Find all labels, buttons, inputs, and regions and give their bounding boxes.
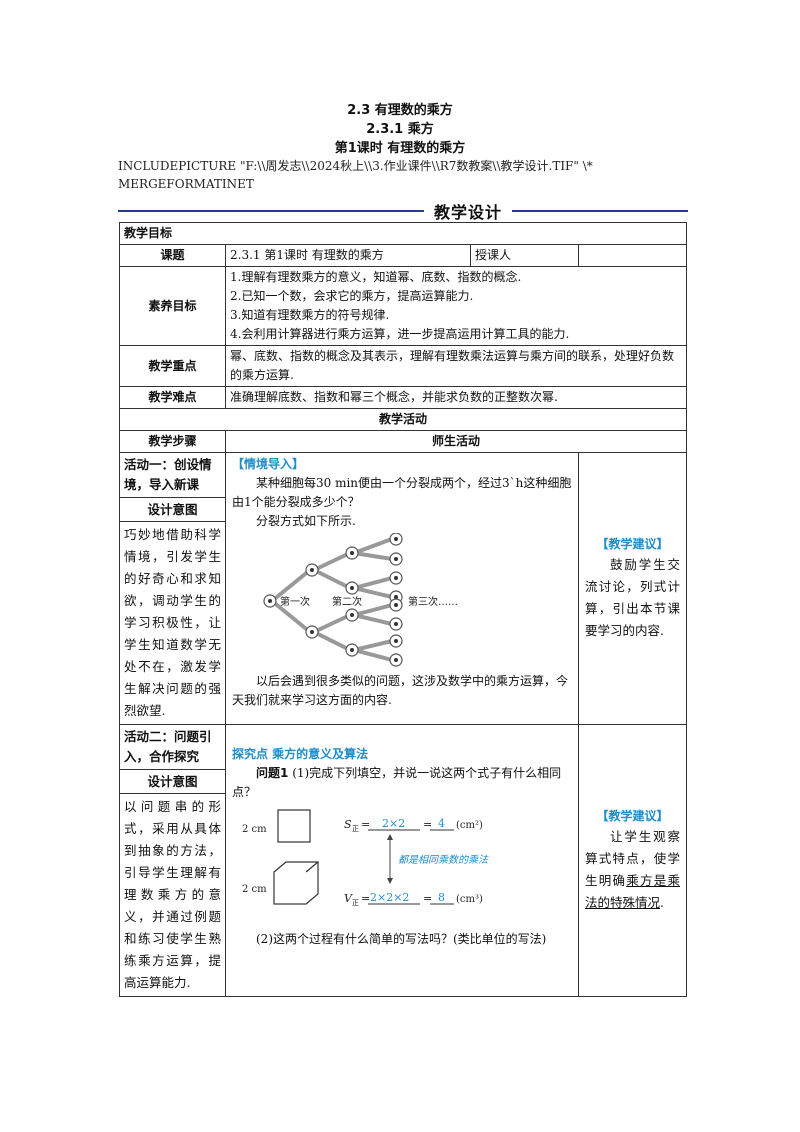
square-cube-figure: 2 cm 2 cm S 正 = 2×2 = 4 (cm²) bbox=[242, 809, 489, 907]
activity1-design-label: 设计意图 bbox=[120, 498, 225, 522]
activity1-title: 活动一：创设情境，导入新课 bbox=[120, 453, 225, 498]
activity1-content: 【情境导入】 某种细胞每30 min便由一个分裂成两个，经过3`h这种细胞由1个… bbox=[225, 452, 579, 725]
teacher-activity-label: 师生活动 bbox=[224, 430, 688, 453]
same-factor-note: 都是相同乘数的乘法 bbox=[398, 854, 489, 866]
lesson-title: 第1课时 有理数的乘方 bbox=[334, 141, 466, 156]
activity2-content: 探究点 乘方的意义及算法 问题1 (1)完成下列填空，并说一说这两个式子有什么相… bbox=[225, 724, 579, 997]
suggestion-text-lead: 让学生观察算式特点，使学生明确 bbox=[585, 829, 681, 888]
steps-label: 教学步骤 bbox=[119, 430, 226, 453]
difficulty-value: 准确理解底数、指数和幂三个概念，并能求负数的正整数次幂. bbox=[224, 386, 688, 409]
volume-unit: (cm³) bbox=[456, 894, 483, 905]
goals-section-label: 教学目标 bbox=[118, 222, 688, 245]
literacy-goals: 1.理解有理数乘方的意义，知道幂、底数、指数的概念. 2.已知一个数，会求它的乘… bbox=[224, 266, 688, 346]
square-side-label: 2 cm bbox=[242, 824, 267, 835]
topic-label: 课题 bbox=[119, 244, 226, 267]
activity1-left: 活动一：创设情境，导入新课 设计意图 巧妙地借助科学情境，引发学生的好奇心和求知… bbox=[119, 452, 226, 725]
teacher-value bbox=[577, 244, 688, 267]
activity1-para1: 某种细胞每30 min便由一个分裂成两个，经过3`h这种细胞由1个能分裂成多少个… bbox=[232, 476, 572, 509]
activity1-suggestion-text: 鼓励学生交流讨论，列式计算，引出本节课要学习的内容. bbox=[585, 557, 681, 638]
literacy-label: 素养目标 bbox=[119, 266, 226, 346]
banner-title: 教学设计 bbox=[423, 199, 513, 223]
tree-label-second: 第二次 bbox=[332, 595, 362, 608]
activities-header: 教学活动 bbox=[118, 408, 688, 431]
volume-symbol: V bbox=[344, 892, 353, 905]
activity2-left: 活动二：问题引入，合作探究 设计意图 以问题串的形式，采用从具体到抽象的方法，引… bbox=[119, 724, 226, 997]
literacy-item: 4.会利用计算器进行乘方运算，进一步提高运用计算工具的能力. bbox=[230, 327, 570, 341]
tree-label-first: 第一次 bbox=[280, 595, 310, 608]
svg-text:=: = bbox=[361, 892, 370, 905]
teacher-label: 授课人 bbox=[470, 244, 579, 267]
question1-text: (1)完成下列填空，并说一说这两个式子有什么相同点？ bbox=[232, 766, 562, 799]
suggestion-text-end: . bbox=[660, 895, 664, 910]
section-title: 2.3 有理数的乘方 bbox=[347, 103, 453, 118]
volume-expression: 2×2×2 bbox=[370, 891, 409, 904]
area-subscript: 正 bbox=[352, 825, 359, 833]
svg-text:=: = bbox=[361, 818, 370, 831]
svg-text:=: = bbox=[423, 818, 432, 831]
include-field-code: INCLUDEPICTURE "F:\\周发志\\2024秋上\\3.作业课件\… bbox=[118, 159, 593, 191]
activity2-suggestion: 【教学建议】 让学生观察算式特点，使学生明确乘方是乘法的特殊情况. bbox=[577, 724, 688, 997]
difficulty-label: 教学难点 bbox=[119, 386, 226, 409]
exploration-point-title: 探究点 乘方的意义及算法 bbox=[232, 747, 369, 761]
literacy-item: 1.理解有理数乘方的意义，知道幂、底数、指数的概念. bbox=[230, 270, 522, 284]
activity2-suggestion-text: 让学生观察算式特点，使学生明确乘方是乘法的特殊情况. bbox=[585, 826, 680, 914]
tree-label-third: 第三次…… bbox=[408, 595, 458, 608]
key-points-value: 幂、底数、指数的概念及其表示，理解有理数乘法运算与乘方间的联系，处理好负数的乘方… bbox=[224, 345, 688, 387]
literacy-item: 3.知道有理数乘方的符号规律. bbox=[230, 308, 390, 322]
situation-tag: 【情境导入】 bbox=[232, 457, 305, 471]
activity2-design-label: 设计意图 bbox=[120, 770, 225, 794]
banner-rule bbox=[118, 210, 688, 212]
area-unit: (cm²) bbox=[456, 820, 483, 831]
activity1-para3: 以后会遇到很多类似的问题，这涉及数学中的乘方运算，今天我们就来学习这方面的内容. bbox=[232, 674, 569, 707]
key-points-label: 教学重点 bbox=[119, 345, 226, 387]
subsection-title: 2.3.1 乘方 bbox=[366, 122, 434, 137]
activity1-suggestion-title: 【教学建议】 bbox=[596, 537, 669, 551]
area-result: 4 bbox=[438, 817, 445, 830]
area-expression: 2×2 bbox=[382, 817, 405, 830]
svg-text:=: = bbox=[423, 892, 432, 905]
topic-value: 2.3.1 第1课时 有理数的乘方 bbox=[225, 244, 471, 267]
suggestion-text-emphasis: 乘方是乘法的特殊情况 bbox=[585, 873, 680, 910]
activity2-title: 活动二：问题引入，合作探究 bbox=[120, 725, 225, 770]
activity2-design-text: 以问题串的形式，采用从具体到抽象的方法，引导学生理解有理数乘方的意义，并通过例题… bbox=[124, 799, 221, 990]
volume-subscript: 正 bbox=[352, 899, 359, 907]
volume-result: 8 bbox=[438, 891, 445, 904]
question2: (2)这两个过程有什么简单的写法吗？(类比单位的写法) bbox=[256, 932, 547, 946]
lesson-plan-table: 教学目标 课题 2.3.1 第1课时 有理数的乘方 授课人 素养目标 1.理解有… bbox=[118, 222, 688, 997]
cube-side-label: 2 cm bbox=[242, 884, 267, 895]
activity1-para2: 分裂方式如下所示. bbox=[256, 514, 356, 528]
activity1-suggestion: 【教学建议】 鼓励学生交流讨论，列式计算，引出本节课要学习的内容. bbox=[577, 452, 688, 725]
area-symbol: S bbox=[344, 818, 352, 831]
design-banner: 教学设计 bbox=[118, 198, 688, 223]
question1-label: 问题1 bbox=[256, 766, 289, 780]
question1: 问题1 (1)完成下列填空，并说一说这两个式子有什么相同点？ bbox=[232, 764, 572, 802]
activity2-suggestion-title: 【教学建议】 bbox=[596, 809, 669, 823]
cell-division-tree: 第一次 第二次 第三次…… bbox=[263, 533, 458, 667]
literacy-item: 2.已知一个数，会求它的乘方，提高运算能力. bbox=[230, 289, 474, 303]
activity1-design-text: 巧妙地借助科学情境，引发学生的好奇心和求知欲，调动学生的学习积极性，让学生知道数… bbox=[124, 527, 221, 718]
